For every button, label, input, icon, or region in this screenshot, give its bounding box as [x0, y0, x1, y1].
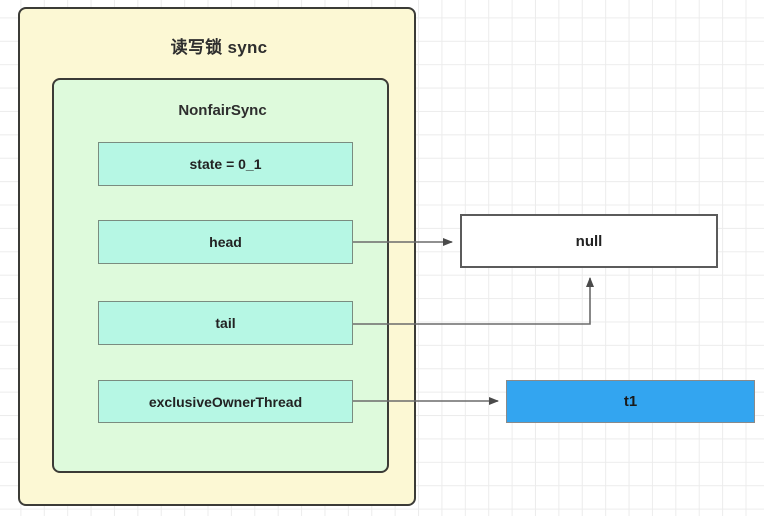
- field-box-exclusive-owner-thread: exclusiveOwnerThread: [98, 380, 353, 423]
- field-box-state: state = 0_1: [98, 142, 353, 186]
- target-box-t1: t1: [506, 380, 755, 423]
- field-label-exclusive-owner-thread: exclusiveOwnerThread: [148, 393, 303, 410]
- field-label-tail: tail: [215, 315, 236, 331]
- inner-container-title: NonfairSync: [178, 102, 267, 119]
- field-label-state: state = 0_1: [189, 156, 262, 172]
- target-label-null: null: [575, 232, 603, 250]
- field-label-head: head: [209, 234, 242, 250]
- field-box-head: head: [98, 220, 353, 264]
- target-box-null: null: [460, 214, 718, 268]
- target-label-t1: t1: [623, 393, 638, 410]
- outer-container-title: 读写锁 sync: [170, 38, 268, 57]
- field-box-tail: tail: [98, 301, 353, 345]
